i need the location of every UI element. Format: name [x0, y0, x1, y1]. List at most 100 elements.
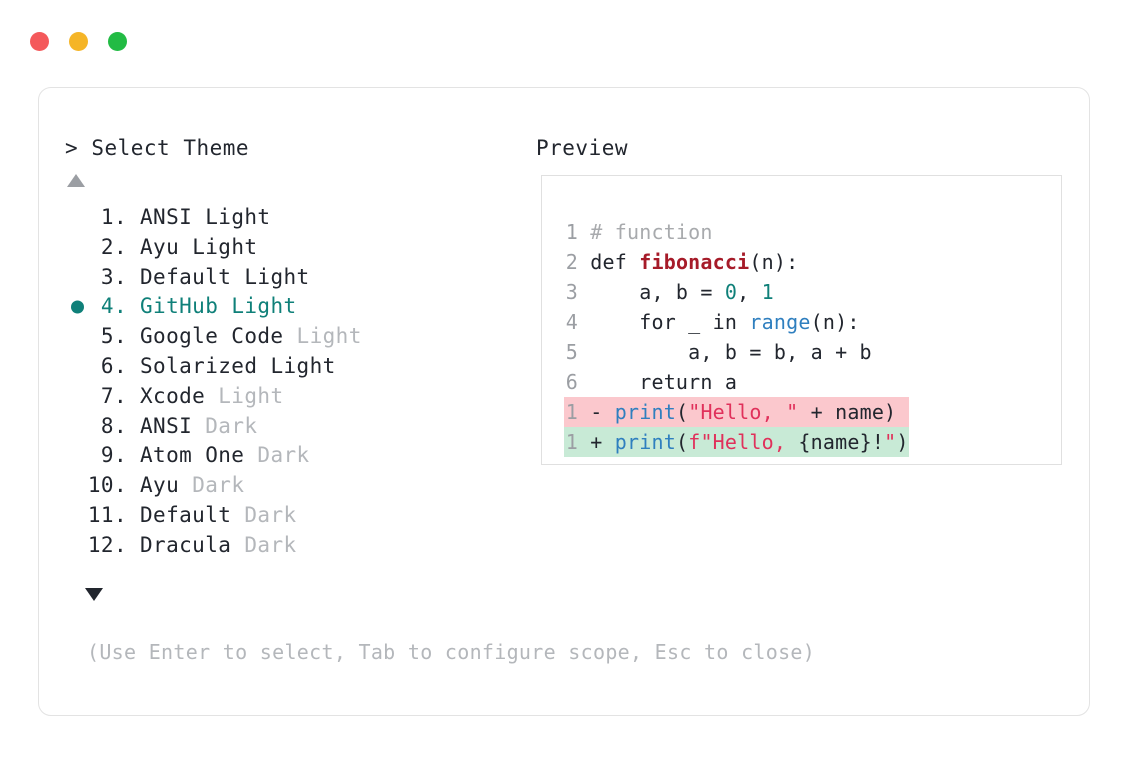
theme-list-item[interactable]: 12.Dracula Dark — [65, 531, 525, 561]
code-token: a, b = b, a + b — [590, 340, 872, 364]
theme-item-number: 8. — [100, 413, 127, 438]
diff-removed-line: 1 - print("Hello, " + name) — [564, 397, 909, 427]
code-line-number: 2 — [565, 250, 578, 274]
theme-item-name: GitHub — [140, 294, 219, 319]
theme-item-number: 9. — [100, 443, 127, 468]
theme-list-item[interactable]: 3. Default Light — [65, 263, 525, 293]
diff-line-number: 1 — [565, 400, 578, 424]
diff-line-number: 1 — [565, 430, 578, 454]
selected-bullet-icon — [71, 300, 84, 314]
code-line-number: 1 — [565, 220, 578, 244]
code-line: 3 a, b = 0, 1 — [564, 277, 872, 307]
minimize-window-button[interactable] — [69, 32, 88, 51]
code-line: 1 # function — [564, 217, 872, 247]
theme-item-spacer — [205, 384, 218, 408]
code-token: a, b = — [590, 280, 725, 304]
triangle-down-icon[interactable] — [85, 588, 103, 601]
theme-item-spacer — [257, 354, 270, 378]
theme-item-spacer — [192, 414, 205, 438]
code-line: 4 for _ in range(n): — [564, 307, 872, 337]
code-token: (n): — [749, 250, 799, 274]
diff-marker: - — [578, 400, 615, 424]
theme-item-number: 3. — [100, 264, 127, 289]
theme-item-variant: Light — [244, 264, 310, 289]
theme-item-spacer — [283, 324, 296, 348]
diff-token: print — [614, 400, 676, 424]
theme-item-variant: Dark — [257, 443, 310, 468]
diff-token: ) — [896, 430, 909, 454]
theme-item-spacer — [231, 503, 244, 527]
theme-item-name: Solarized — [140, 353, 258, 378]
theme-item-number: 4. — [100, 294, 127, 319]
code-token: for _ in — [590, 310, 750, 334]
diff-marker: + — [578, 430, 615, 454]
theme-item-name: Default — [140, 502, 232, 527]
code-token: # function — [590, 220, 713, 244]
theme-item-variant: Light — [192, 234, 258, 259]
theme-item-spacer — [179, 235, 192, 259]
theme-item-spacer — [231, 265, 244, 289]
theme-item-spacer — [179, 473, 192, 497]
diff-token: ( — [675, 430, 689, 454]
theme-list-item[interactable]: 4. GitHub Light — [65, 292, 525, 322]
triangle-up-icon[interactable] — [67, 174, 85, 187]
theme-item-name: Dracula — [140, 532, 232, 557]
theme-item-name: ANSI — [140, 413, 193, 438]
diff-token: ( — [675, 400, 689, 424]
theme-item-spacer — [218, 294, 231, 318]
code-line-number: 6 — [565, 370, 578, 394]
diff-token: {name}! — [798, 430, 885, 454]
theme-item-variant: Dark — [244, 532, 297, 557]
code-line: 6 return a — [564, 367, 872, 397]
code-token: return a — [590, 370, 738, 394]
theme-list-item[interactable]: 8.ANSI Dark — [65, 412, 525, 442]
maximize-window-button[interactable] — [108, 32, 127, 51]
prompt-title: Select Theme — [91, 136, 250, 160]
code-token: 0 — [724, 280, 738, 304]
theme-list-item[interactable]: 11. Default Dark — [65, 501, 525, 531]
keyboard-hint: (Use Enter to select, Tab to configure s… — [87, 640, 816, 664]
theme-list-item[interactable]: 5.Google Code Light — [65, 322, 525, 352]
code-token: (n): — [810, 310, 860, 334]
gutter-space — [578, 370, 590, 394]
diff-sample: 1 - print("Hello, " + name)1 + print(f"H… — [564, 397, 909, 457]
theme-item-number: 11. — [87, 502, 127, 527]
page-title — [78, 136, 91, 160]
theme-item-variant: Light — [218, 383, 284, 408]
code-line-number: 3 — [565, 280, 578, 304]
theme-item-spacer — [244, 443, 257, 467]
theme-list-item[interactable]: 9.Atom One Dark — [65, 441, 525, 471]
gutter-space — [578, 220, 590, 244]
theme-item-spacer — [192, 205, 205, 229]
theme-list-item[interactable]: 10.Ayu Dark — [65, 471, 525, 501]
theme-list-item[interactable]: 1.ANSI Light — [65, 203, 525, 233]
theme-item-name: Xcode — [140, 383, 206, 408]
gutter-space — [578, 340, 590, 364]
close-window-button[interactable] — [30, 32, 49, 51]
theme-item-name: Ayu — [140, 234, 180, 259]
theme-item-spacer — [231, 533, 244, 557]
theme-item-variant: Light — [231, 294, 297, 319]
diff-token: " — [884, 430, 897, 454]
theme-list-item[interactable]: 7.Xcode Light — [65, 382, 525, 412]
window-traffic-lights — [30, 32, 127, 51]
prompt-caret-icon: > — [65, 136, 79, 160]
code-line: 2 def fibonacci(n): — [564, 247, 872, 277]
code-token: 1 — [761, 280, 774, 304]
theme-item-number: 1. — [100, 205, 127, 229]
theme-item-name: Default — [140, 264, 232, 289]
gutter-space — [578, 310, 590, 334]
theme-item-variant: Dark — [244, 502, 297, 527]
theme-list-item[interactable]: 6.Solarized Light — [65, 352, 525, 382]
gutter-space — [578, 280, 590, 304]
theme-list-item[interactable]: 2. Ayu Light — [65, 233, 525, 263]
theme-item-number: 2. — [100, 234, 127, 259]
diff-token: print — [614, 430, 676, 454]
gutter-space — [578, 250, 590, 274]
code-token: range — [749, 310, 811, 334]
theme-item-variant: Light — [205, 205, 271, 229]
theme-item-variant: Light — [296, 324, 362, 349]
